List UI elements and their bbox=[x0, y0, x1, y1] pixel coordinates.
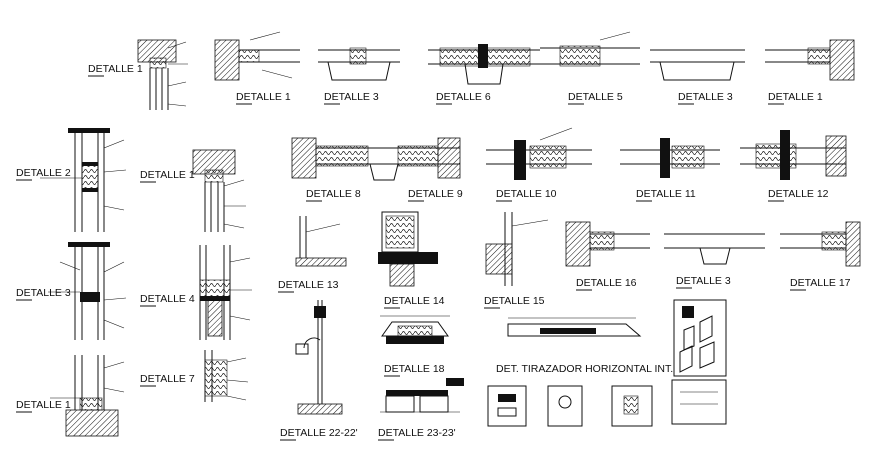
label-detalle-1-top: DETALLE 1 bbox=[236, 91, 291, 103]
label-detalle-1-top-right: DETALLE 1 bbox=[768, 91, 823, 103]
top-left-vertical-section bbox=[137, 39, 188, 110]
label-underlines bbox=[16, 75, 806, 441]
label-detalle-6: DETALLE 6 bbox=[436, 91, 491, 103]
label-detalle-7: DETALLE 7 bbox=[140, 373, 195, 385]
label-detalle-2: DETALLE 2 bbox=[16, 167, 71, 179]
detalle-18-section bbox=[380, 315, 450, 344]
top-row-horizontal-sections bbox=[214, 31, 855, 85]
label-detalle-11: DETALLE 11 bbox=[636, 188, 696, 200]
label-detalle-8: DETALLE 8 bbox=[306, 188, 361, 200]
label-detalle-1-top-left: DETALLE 1 bbox=[88, 63, 143, 75]
label-detalle-3-top-right: DETALLE 3 bbox=[678, 91, 733, 103]
tirazador-horizontal-detail bbox=[507, 317, 642, 337]
label-detalle-10: DETALLE 10 bbox=[496, 188, 557, 200]
label-detalle-9: DETALLE 9 bbox=[408, 188, 463, 200]
detalle-22-pole bbox=[295, 300, 343, 415]
label-detalle-17: DETALLE 17 bbox=[790, 277, 851, 289]
label-detalle-22: DETALLE 22-22' bbox=[280, 427, 358, 439]
label-detalle-3-top: DETALLE 3 bbox=[324, 91, 379, 103]
label-detalle-1-bottom-left: DETALLE 1 bbox=[16, 399, 71, 411]
label-detalle-1-mid: DETALLE 1 bbox=[140, 169, 195, 181]
label-detalle-16: DETALLE 16 bbox=[576, 277, 637, 289]
left-vertical-section-bottom bbox=[50, 355, 125, 437]
detalle-23-section bbox=[380, 378, 464, 413]
isometric-hardware-panel bbox=[673, 299, 727, 377]
label-detalle-5: DETALLE 5 bbox=[568, 91, 623, 103]
label-detalle-4: DETALLE 4 bbox=[140, 293, 195, 305]
label-detalle-18: DETALLE 18 bbox=[384, 363, 445, 375]
label-detalle-23: DETALLE 23-23' bbox=[378, 427, 456, 439]
mid-left-vertical-section bbox=[192, 149, 246, 232]
label-detalle-15: DETALLE 15 bbox=[484, 295, 545, 307]
label-detalle-13: DETALLE 13 bbox=[278, 279, 339, 291]
detalle-4-vertical-section bbox=[199, 245, 252, 340]
left-vertical-section-top bbox=[40, 128, 127, 232]
row-three-sections bbox=[295, 211, 861, 287]
label-tirazador-horizontal: DET. TIRAZADOR HORIZONTAL INT. bbox=[496, 363, 673, 375]
row-two-horizontal-sections bbox=[291, 127, 847, 181]
label-detalle-3-row3: DETALLE 3 bbox=[676, 275, 731, 287]
detalle-7-vertical-section bbox=[204, 350, 249, 402]
label-detalle-12: DETALLE 12 bbox=[768, 188, 829, 200]
hardware-elevation-panels bbox=[487, 379, 727, 427]
label-detalle-14: DETALLE 14 bbox=[384, 295, 445, 307]
left-vertical-section-middle bbox=[48, 242, 127, 340]
label-detalle-3-left: DETALLE 3 bbox=[16, 287, 71, 299]
